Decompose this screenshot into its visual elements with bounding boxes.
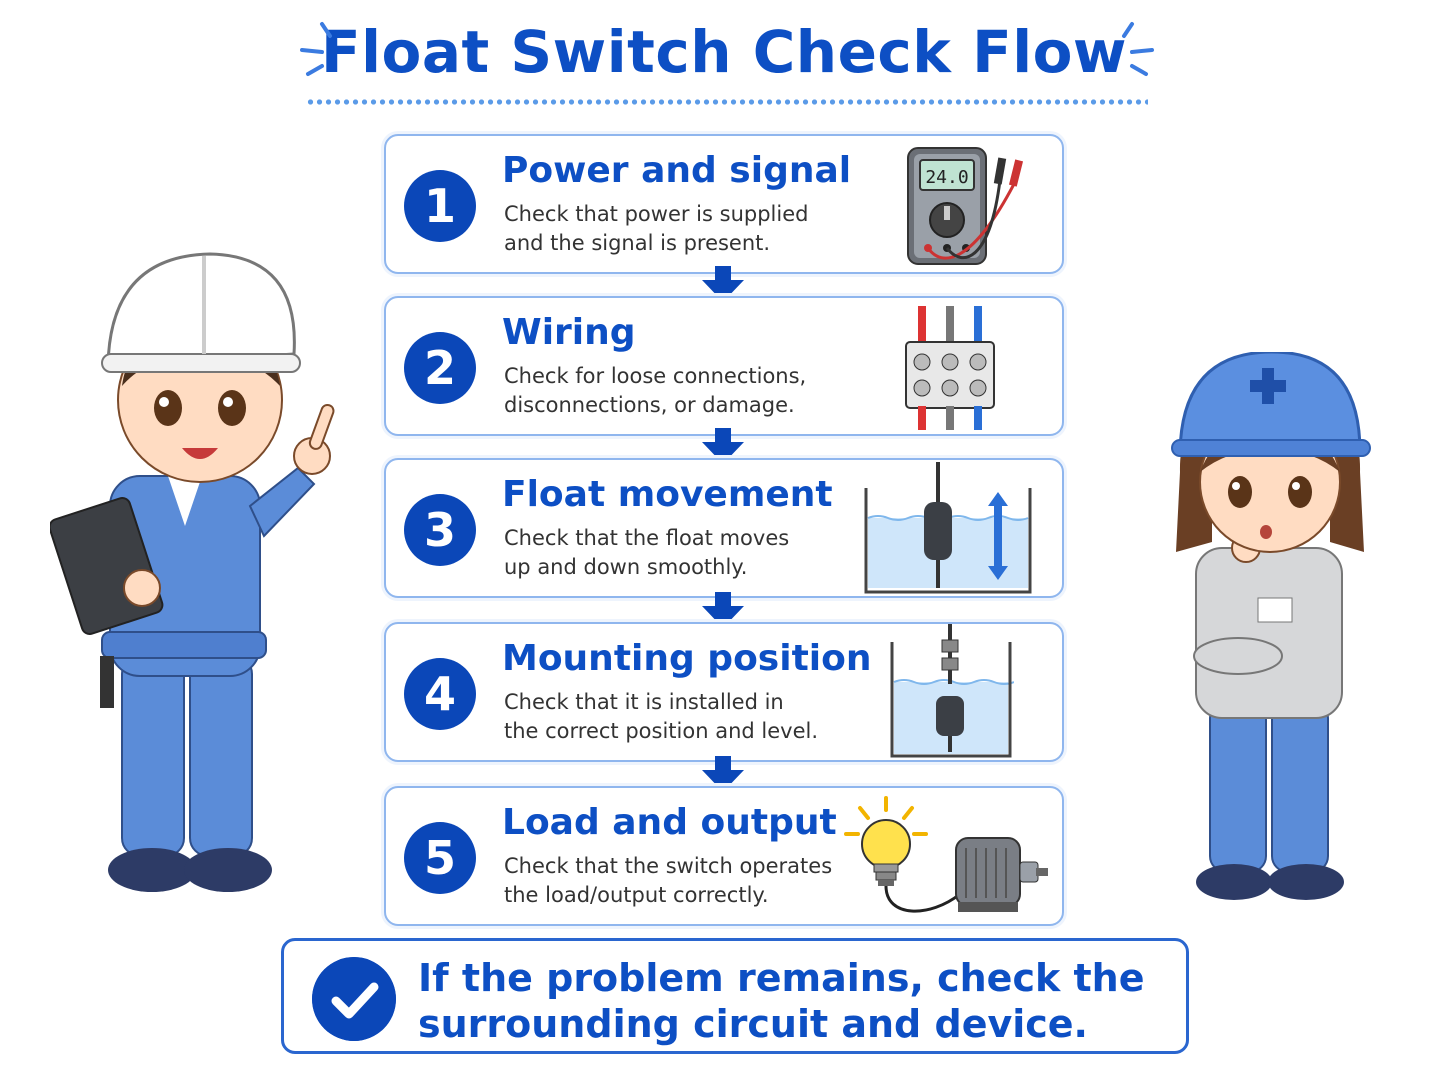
step-title: Wiring — [502, 312, 636, 353]
sparkle-right-icon — [1122, 22, 1154, 76]
step-3-card: 3 Float movement Check that the float mo… — [384, 458, 1064, 598]
step-title: Load and output — [502, 802, 837, 843]
step-title: Mounting position — [502, 638, 872, 679]
terminal-block-icon — [905, 306, 995, 430]
step-desc-line: the correct position and level. — [504, 719, 818, 743]
step-title: Float movement — [502, 474, 833, 515]
step-description: Check that it is installed in the correc… — [504, 688, 864, 746]
sparkle-left-icon — [300, 22, 332, 76]
title-underline — [306, 98, 1148, 106]
male-technician-illustration — [50, 252, 335, 892]
step-desc-line: Check that power is supplied — [504, 202, 809, 226]
conclusion-line: If the problem remains, check the — [418, 956, 1145, 1000]
multimeter-icon: 24.0 — [907, 147, 1024, 265]
step-description: Check for loose connections, disconnecti… — [504, 362, 864, 420]
page-title: Float Switch Check Flow — [321, 18, 1127, 86]
step-desc-line: disconnections, or damage. — [504, 393, 795, 417]
step-1-card: 1 Power and signal Check that power is s… — [384, 134, 1064, 274]
step-desc-line: Check that the switch operates — [504, 854, 833, 878]
step-4-card: 4 Mounting position Check that it is ins… — [384, 622, 1064, 762]
float-tank-arrow-icon — [864, 462, 1032, 594]
step-desc-line: Check that the float moves — [504, 526, 790, 550]
step-desc-line: and the signal is present. — [504, 231, 771, 255]
step-description: Check that power is supplied and the sig… — [504, 200, 864, 258]
flow-arrow-icon — [702, 266, 744, 302]
title-area: Float Switch Check Flow — [0, 18, 1448, 86]
step-description: Check that the float moves up and down s… — [504, 524, 864, 582]
multimeter-display: 24.0 — [925, 167, 968, 188]
step-desc-line: Check for loose connections, — [504, 364, 807, 388]
step-title: Power and signal — [502, 150, 852, 191]
step-number: 3 — [404, 494, 476, 566]
female-technician-illustration — [1171, 352, 1371, 900]
step-desc-line: up and down smoothly. — [504, 555, 748, 579]
flow-arrow-icon — [702, 592, 744, 628]
conclusion-line: surrounding circuit and device. — [418, 1002, 1088, 1046]
step-5-card: 5 Load and output Check that the switch … — [384, 786, 1064, 926]
step-number: 4 — [404, 658, 476, 730]
step-number: 1 — [404, 170, 476, 242]
mounted-float-tank-icon — [890, 624, 1014, 758]
checkmark-icon — [312, 957, 396, 1041]
step-number: 2 — [404, 332, 476, 404]
step-description: Check that the switch operates the load/… — [504, 852, 864, 910]
flow-arrow-icon — [702, 756, 744, 792]
step-desc-line: the load/output correctly. — [504, 883, 769, 907]
bulb-motor-icon — [844, 796, 1048, 913]
step-2-card: 2 Wiring Check for loose connections, di… — [384, 296, 1064, 436]
step-number: 5 — [404, 822, 476, 894]
step-desc-line: Check that it is installed in — [504, 690, 784, 714]
conclusion-box: If the problem remains, check the surrou… — [281, 938, 1189, 1054]
conclusion-text: If the problem remains, check the surrou… — [418, 955, 1144, 1047]
flow-arrow-icon — [702, 428, 744, 464]
